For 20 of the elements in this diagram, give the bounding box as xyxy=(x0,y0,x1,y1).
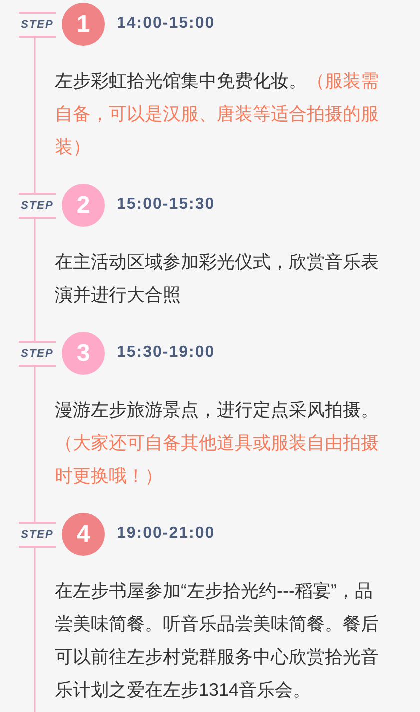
time-range: 15:30-19:00 xyxy=(117,343,216,363)
timeline-line xyxy=(34,38,36,193)
step-description: 在左步书屋参加“左步拾光约---稻宴”，品尝美味简餐。听音乐品尝美味简餐。餐后可以前往左步村党群服务中心欣赏拾光音乐计划之爱在左步1314音乐会。 xyxy=(55,580,380,702)
step-tag: STEP xyxy=(19,193,56,219)
time-range: 19:00-21:00 xyxy=(117,524,216,544)
step-number-circle: 1 xyxy=(62,3,105,46)
step-tag: STEP xyxy=(19,522,56,548)
step-number-circle: 4 xyxy=(62,513,105,556)
step-tag: STEP xyxy=(19,12,56,38)
timeline-line xyxy=(34,219,36,341)
step-tag: STEP xyxy=(19,341,56,367)
step-description: 左步彩虹拾光馆集中免费化妆。（服装需自备，可以是汉服、唐装等适合拍摄的服装） xyxy=(55,70,380,159)
step-number-circle: 3 xyxy=(62,332,105,375)
step-description: 在主活动区域参加彩光仪式，欣赏音乐表演并进行大合照 xyxy=(55,251,380,307)
step-description: 漫游左步旅游景点，进行定点采风拍摄。 （大家还可自备其他道具或服装自由拍摄时更换哦！） xyxy=(55,399,380,488)
step-number-circle: 2 xyxy=(62,184,105,227)
time-range: 14:00-15:00 xyxy=(117,14,216,34)
timeline-line xyxy=(34,548,36,712)
timeline-line xyxy=(34,367,36,522)
time-range: 15:00-15:30 xyxy=(117,195,216,215)
